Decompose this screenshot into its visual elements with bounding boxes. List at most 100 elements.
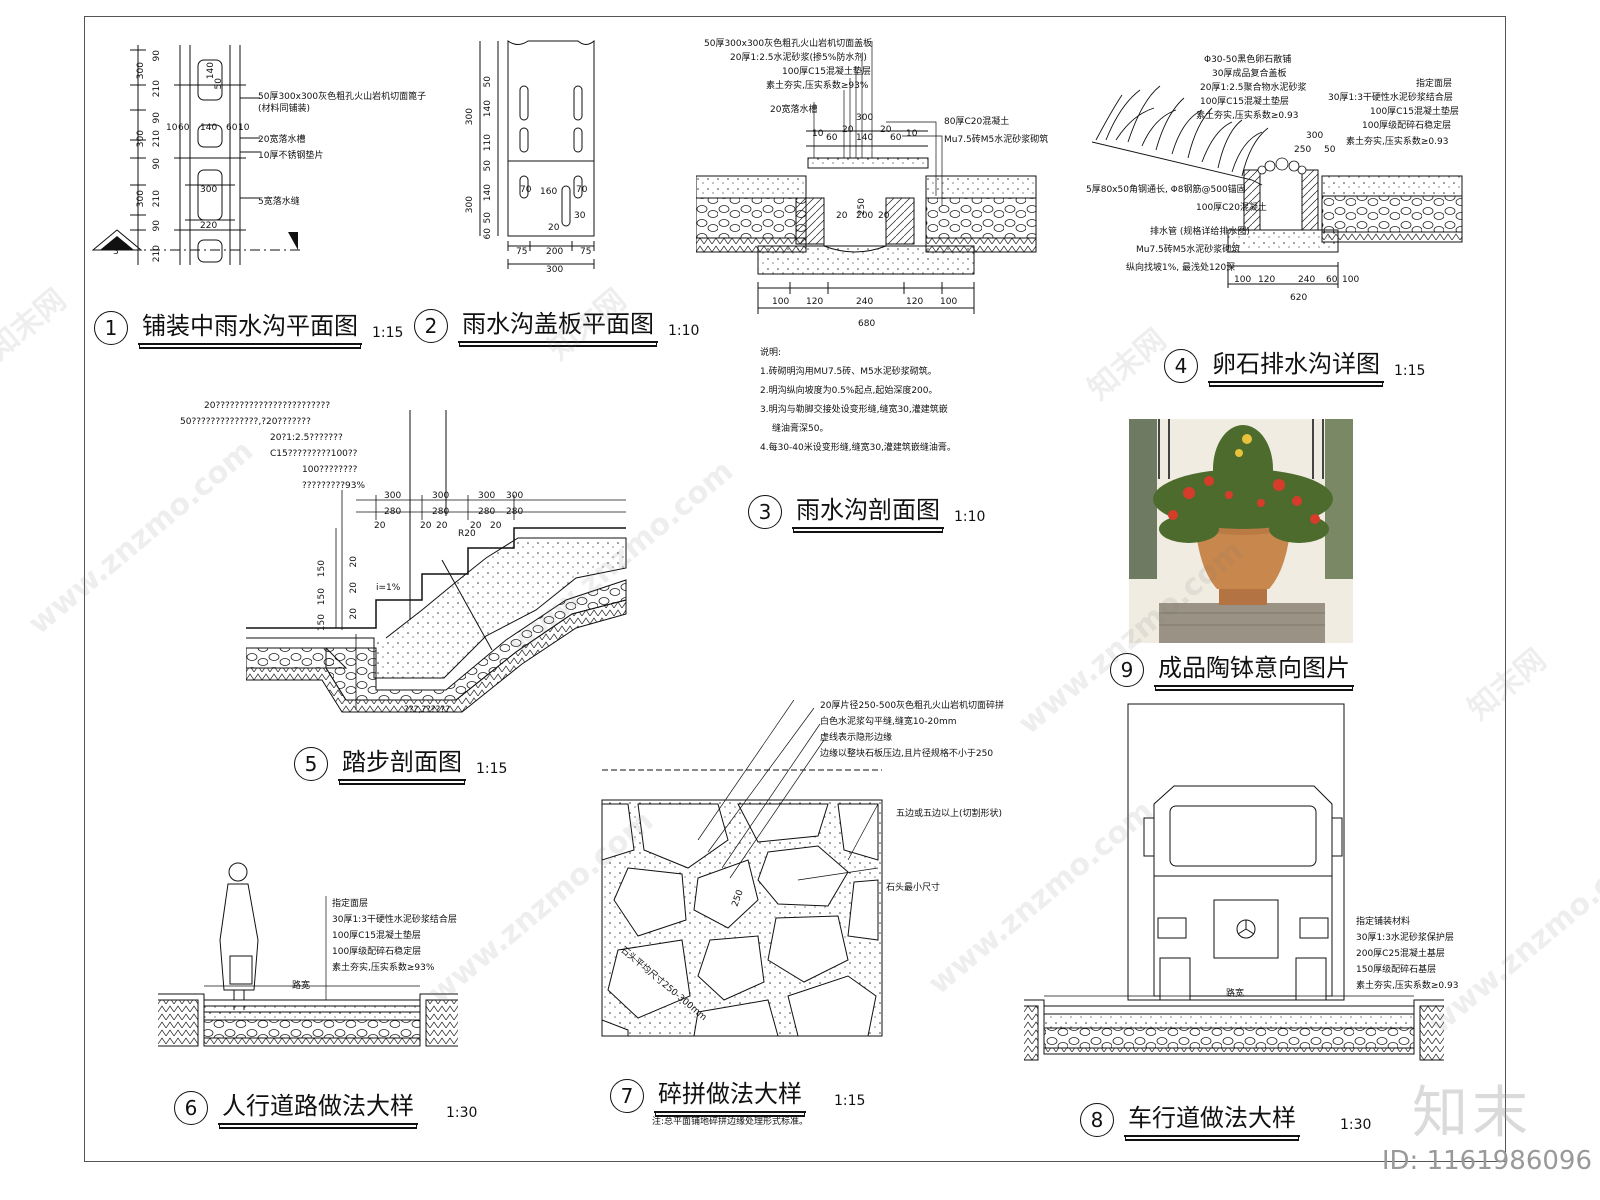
d3-dim-20l: 20 — [842, 125, 854, 135]
d5-dim-r20: R20 — [458, 529, 476, 539]
d1-title-name: 铺装中雨水沟平面图 — [138, 306, 362, 345]
d1-dim-210d: 210 — [152, 245, 162, 263]
d8-label-mortar: 30厚1:3水泥砂浆保护层 — [1356, 933, 1454, 943]
d4-label-c15: 100厚C15混凝土垫层 — [1200, 97, 1289, 107]
d2-dim-75l: 75 — [516, 247, 528, 257]
d5-dim-280b: 280 — [432, 507, 450, 517]
drawing-5-step-section — [246, 410, 627, 713]
d5-dim-20vc: 20 — [349, 608, 359, 620]
d5-dim-20a: 20 — [374, 521, 386, 531]
d4-dim-620: 620 — [1290, 293, 1308, 303]
drawing-1-plan — [91, 45, 300, 265]
d5-dim-20d: 20 — [470, 521, 482, 531]
d3-dim-200: 200 — [856, 211, 874, 221]
d1-dim-90c: 90 — [152, 158, 162, 170]
d5-dim-20c: 20 — [436, 521, 448, 531]
drawing-6-sidewalk — [158, 862, 458, 1047]
d3-note-2: 2.明沟纵向坡度为0.5%起点,起始深度200。 — [760, 386, 938, 396]
d4-dim-50: 50 — [1324, 145, 1336, 155]
d1-dim-300c: 300 — [136, 190, 146, 208]
d5-title: 5 踏步剖面图 1:15 — [294, 742, 507, 781]
d4-label-c20: 100厚C20混凝土 — [1196, 203, 1267, 213]
d5-title-number: 5 — [294, 747, 328, 781]
d2-dim-60: 60 — [483, 228, 493, 240]
d4-label-gravel-r: 100厚级配碎石稳定层 — [1362, 121, 1452, 131]
drawing-2-cover-plan — [479, 39, 595, 269]
d7-label-2: 白色水泥浆勾平缝,缝宽10-20mm — [820, 717, 957, 727]
drawing-7-crazy-paving — [601, 700, 883, 1037]
watermark-cn-1: 知末网 — [0, 282, 73, 368]
d1-dim-10r: 10 — [238, 123, 250, 133]
drawing-4-pebble-drain — [1092, 85, 1463, 288]
d3-dim-20m-r: 20 — [878, 211, 890, 221]
d4-dim-60: 60 — [1326, 275, 1338, 285]
d8-title-scale: 1:30 — [1340, 1117, 1372, 1133]
d6-title-scale: 1:30 — [446, 1105, 478, 1121]
d8-label-surface: 指定铺装材料 — [1356, 917, 1411, 927]
d2-dim-50b: 50 — [483, 160, 493, 172]
d1-dim-300a: 300 — [136, 62, 146, 80]
d4-label-soil-r: 素土夯实,压实系数≥0.93 — [1346, 137, 1449, 147]
d2-title-number: 2 — [414, 309, 448, 343]
d3-label-c20: 80厚C20混凝土 — [944, 117, 1010, 127]
d6-title-name: 人行道路做法大样 — [218, 1086, 418, 1125]
d8-label-soil: 素土夯实,压实系数≥0.93 — [1356, 981, 1459, 991]
d2-dim-140b: 140 — [483, 184, 493, 202]
d6-label-gravel: 100厚级配碎石稳定层 — [332, 947, 422, 957]
d7-title-number: 7 — [610, 1079, 644, 1113]
d4-dim-100l: 100 — [1234, 275, 1252, 285]
d5-dim-20vb: 20 — [349, 582, 359, 594]
d3-label-brick: Mu7.5砖M5水泥砂浆砌筑 — [944, 135, 1049, 145]
d4-title: 4 卵石排水沟详图 1:15 — [1164, 344, 1425, 383]
d4-label-brick: Mu7.5砖M5水泥砂浆砌筑 — [1136, 245, 1241, 255]
d5-dim-20e: 20 — [490, 521, 502, 531]
d5-dim-280a: 280 — [384, 507, 402, 517]
d3-label-c15: 100厚C15混凝土垫层 — [782, 67, 871, 77]
d2-dim-20: 20 — [548, 223, 560, 233]
d1-dim-60r: 60 — [226, 123, 238, 133]
d2-dim-160: 160 — [540, 187, 558, 197]
d8-road-width: 路宽 — [1226, 989, 1245, 999]
d7-label-6: 石头最小尺寸 — [886, 883, 941, 893]
d2-dim-200: 200 — [546, 247, 564, 257]
d3-note-3: 3.明沟与勒脚交接处设变形缝,缝宽30,灌建筑嵌 — [760, 405, 948, 415]
d3-note-4: 4.每30-40米设变形缝,缝宽30,灌建筑嵌缝油膏。 — [760, 443, 956, 453]
d4-title-name: 卵石排水沟详图 — [1208, 344, 1384, 383]
d4-title-number: 4 — [1164, 349, 1198, 383]
d3-notes: 说明: 1.砖砌明沟用MU7.5砖、M5水泥砂浆砌筑。 2.明沟纵向坡度为0.5… — [760, 344, 956, 458]
pedestrian-figure-icon — [219, 862, 259, 1010]
d2-dim-300a: 300 — [465, 108, 475, 126]
d1-title-number: 1 — [94, 311, 128, 345]
d7-title: 7 碎拼做法大样 1:15 — [610, 1074, 865, 1113]
d4-label-mortar-r: 30厚1:3干硬性水泥砂浆结合层 — [1328, 93, 1453, 103]
d3-title: 3 雨水沟剖面图 1:10 — [748, 490, 985, 529]
d5-label-7: ???,?????? — [404, 705, 450, 715]
d5-label-6: ?????????93% — [302, 481, 365, 491]
d5-dim-150b: 150 — [317, 588, 327, 606]
d1-dim-220: 220 — [200, 221, 218, 231]
d4-dim-300: 300 — [1306, 131, 1324, 141]
d3-dim-140: 140 — [856, 133, 874, 143]
d5-title-scale: 1:15 — [476, 761, 508, 777]
d5-label-5: 100???????? — [302, 465, 358, 475]
drawing-sheet-border — [84, 16, 1506, 1162]
d4-label-angle: 5厚80x50角钢通长, Φ8钢筋@500锚固 — [1086, 185, 1246, 195]
d2-dim-300: 300 — [546, 265, 564, 275]
d4-label-pebble: Φ30-50黑色卵石散铺 — [1204, 55, 1292, 65]
image-id-label: ID: 1161986096 — [1381, 1146, 1592, 1176]
d1-section-mark: 3 — [113, 247, 119, 257]
d3-dim-20m-l: 20 — [836, 211, 848, 221]
d5-dim-300c: 300 — [478, 491, 496, 501]
d5-dim-300a: 300 — [384, 491, 402, 501]
d3-dim-total: 680 — [858, 319, 876, 329]
truck-front-icon — [1143, 785, 1343, 1001]
d2-dim-110: 110 — [483, 134, 493, 152]
d1-dim-210b: 210 — [152, 130, 162, 148]
d3-dim-100l: 100 — [772, 297, 790, 307]
d1-title-scale: 1:15 — [372, 325, 404, 341]
d4-label-c15-r: 100厚C15混凝土垫层 — [1370, 107, 1459, 117]
d4-label-pipe: 排水管 (规格详给排水图) — [1150, 227, 1250, 237]
d4-dim-250: 250 — [1294, 145, 1312, 155]
d6-label-surface: 指定面层 — [332, 899, 369, 909]
d1-label-grate: 50厚300x300灰色粗孔火山岩机切面篦子 — [258, 92, 427, 102]
